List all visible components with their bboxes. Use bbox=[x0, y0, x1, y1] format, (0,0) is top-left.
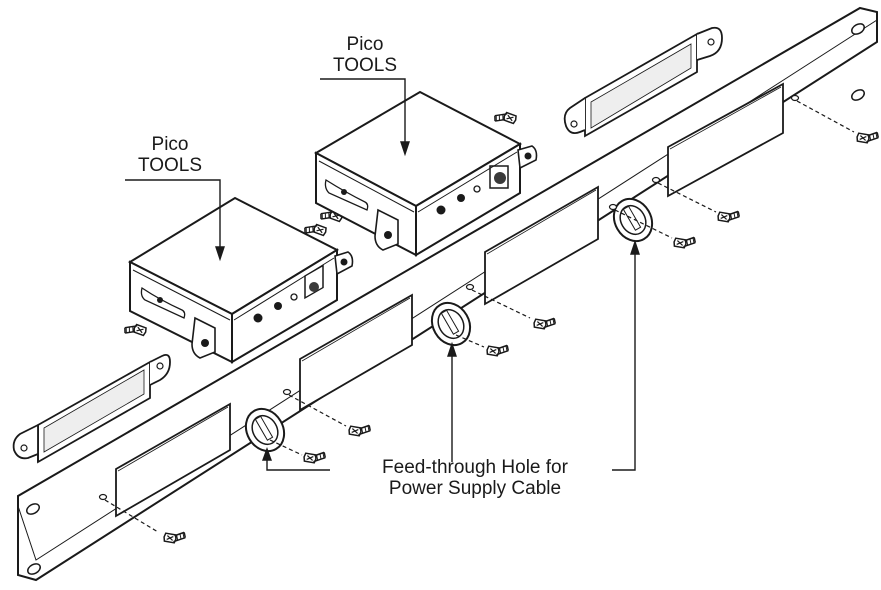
label-feed-through-line1: Feed-through Hole for bbox=[382, 457, 568, 478]
leader-lines bbox=[125, 78, 640, 471]
right-bracket bbox=[563, 26, 723, 138]
label-pico-tools-top: Pico TOOLS bbox=[300, 34, 430, 76]
panel-cutouts bbox=[115, 82, 784, 518]
left-bracket bbox=[12, 353, 171, 464]
pico-tools-unit-top bbox=[313, 90, 538, 257]
pico-tools-unit-left bbox=[127, 196, 354, 364]
label-feed-through-hole: Feed-through Hole for Power Supply Cable bbox=[330, 457, 620, 499]
label-pico-tools-top-line2: TOOLS bbox=[332, 55, 398, 76]
screw-guide-lines bbox=[104, 100, 855, 533]
feed-through-holes bbox=[244, 197, 654, 453]
label-pico-tools-left-line2: TOOLS bbox=[137, 155, 203, 176]
rack-panel bbox=[17, 6, 878, 582]
label-feed-through-line2: Power Supply Cable bbox=[388, 478, 562, 499]
label-pico-tools-left-line1: Pico bbox=[151, 134, 189, 155]
label-pico-tools-left: Pico TOOLS bbox=[105, 134, 235, 176]
label-pico-tools-top-line1: Pico bbox=[346, 34, 384, 55]
